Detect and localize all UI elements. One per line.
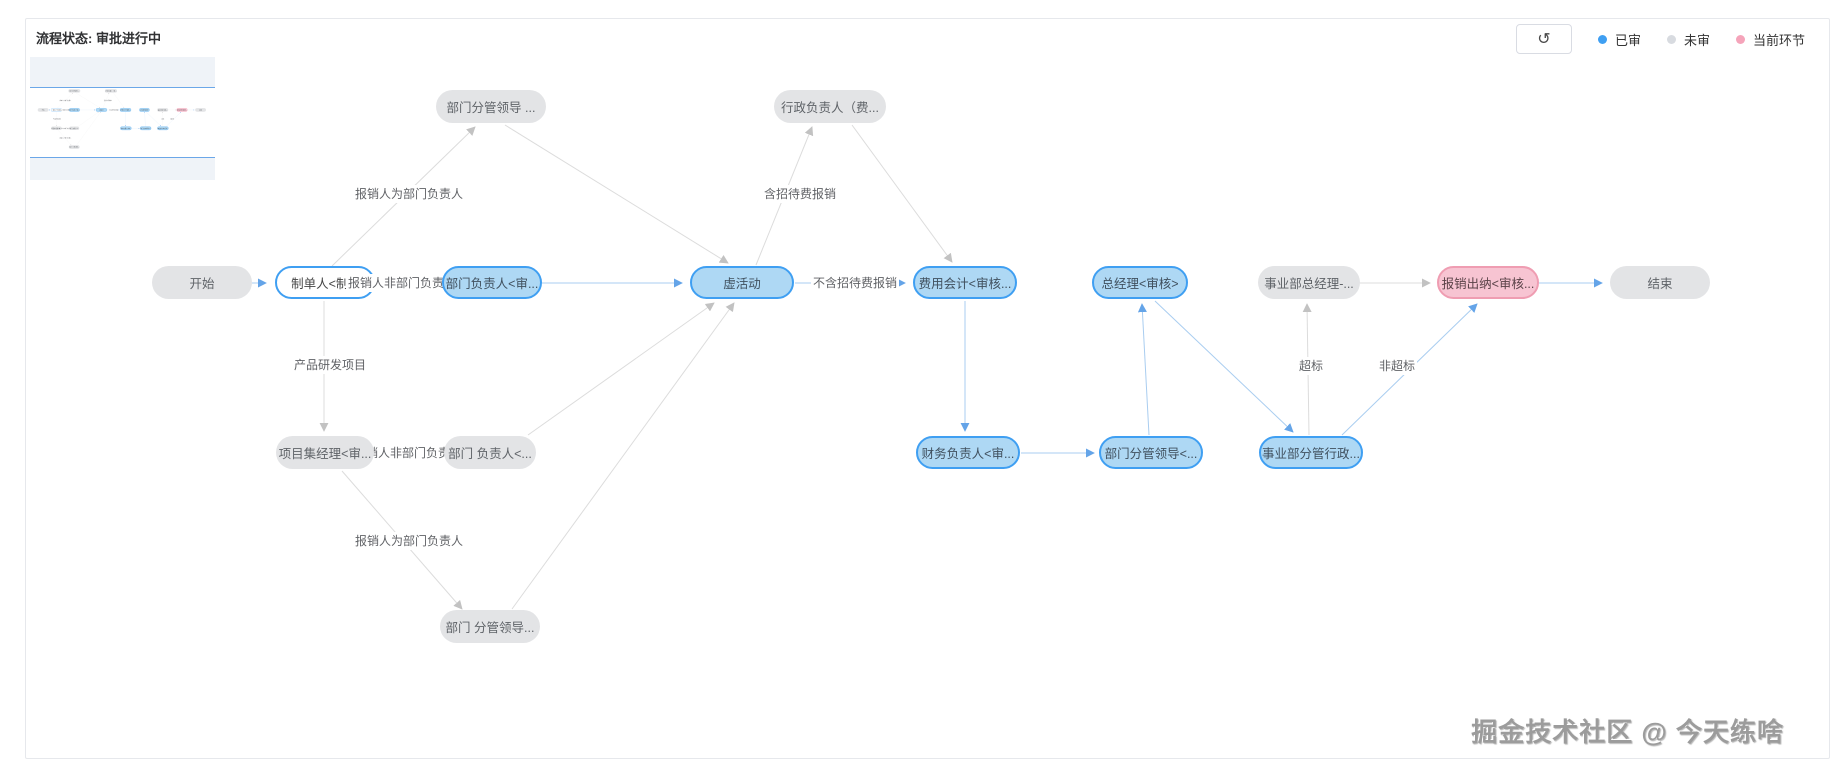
- flow-edge-dept-leader-bottom-to-activity-hub: [511, 302, 735, 610]
- node-admin-head[interactable]: 行政负责人（费...: [774, 90, 886, 123]
- node-expense-accountant[interactable]: 费用会计<审核...: [119, 108, 132, 112]
- flow-status-title: 流程状态: 审批进行中: [36, 31, 161, 46]
- edge-label: 产品研发项目: [291, 356, 369, 374]
- flow-edge-dept-leader-2-to-general-manager: [1137, 303, 1150, 436]
- node-admin-head[interactable]: 行政负责人（费...: [104, 89, 117, 93]
- node-bu-general-manager[interactable]: 事业部总经理-...: [1258, 266, 1360, 299]
- edge-label: 报销人为部门负责人: [59, 136, 72, 139]
- node-dept-leader-bottom[interactable]: 部门 分管领导...: [440, 610, 540, 643]
- node-project-manager[interactable]: 项目集经理<审...: [51, 126, 62, 131]
- node-activity-hub[interactable]: 虚活动: [95, 108, 108, 112]
- node-expense-accountant[interactable]: 费用会计<审核...: [913, 266, 1017, 299]
- toolbar: ↺ 已审 未审 当前环节: [1515, 24, 1805, 54]
- node-bu-admin-leader[interactable]: 事业部分管行政...: [1259, 436, 1363, 469]
- legend-item-current: 当前环节: [1735, 30, 1805, 49]
- node-end[interactable]: 结束: [195, 108, 206, 112]
- node-cashier[interactable]: 报销出纳<审核...: [1437, 266, 1539, 299]
- node-dept-head[interactable]: 部门负责人<审...: [69, 108, 80, 112]
- legend-item-approved: 已审: [1597, 30, 1641, 49]
- edge-label: 含招待费报销: [761, 185, 839, 203]
- node-dept-leader-top[interactable]: 部门分管领导 ...: [68, 89, 81, 93]
- node-dept-head-2[interactable]: 部门 负责人<...: [69, 126, 80, 131]
- edge-label: 报销人为部门负责人: [352, 532, 466, 550]
- edge-label: 报销人为部门负责人: [352, 185, 466, 203]
- node-dept-leader-bottom[interactable]: 部门 分管领导...: [68, 145, 80, 149]
- flow-edge-dept-leader-top-to-activity-hub: [75, 92, 101, 108]
- edge-label: 非超标: [170, 117, 175, 120]
- node-project-manager[interactable]: 项目集经理<审...: [276, 436, 374, 469]
- node-finance-head[interactable]: 财务负责人<审...: [120, 126, 132, 131]
- node-general-manager[interactable]: 总经理<审核>: [1092, 266, 1188, 299]
- edge-label: 报销人为部门负责人: [59, 99, 72, 102]
- edge-label: 含招待费报销: [103, 99, 112, 102]
- flow-edge-dept-leader-bottom-to-activity-hub: [76, 112, 101, 146]
- flow-edge-general-manager-to-bu-admin-leader: [146, 111, 162, 127]
- watermark: 掘金技术社区 @ 今天练啥: [1471, 717, 1784, 747]
- flow-edge-admin-head-to-expense-accountant: [851, 124, 953, 263]
- node-general-manager[interactable]: 总经理<审核>: [139, 108, 150, 112]
- node-start[interactable]: 开始: [37, 108, 49, 112]
- flow-edge-admin-head-to-expense-accountant: [113, 92, 125, 108]
- legend-item-pending: 未审: [1666, 30, 1710, 49]
- flow-edge-dept-head-2-to-activity-hub: [527, 302, 715, 436]
- minimap[interactable]: 报销人为部门负责人含招待费报销报销人非部门负责人不含招待费报销产品研发项目报销人…: [30, 57, 215, 180]
- node-finance-head[interactable]: 财务负责人<审...: [916, 436, 1020, 469]
- minimap-band-top: [30, 57, 215, 88]
- node-dept-leader-2[interactable]: 部门分管领导<...: [139, 126, 152, 131]
- legend-dot-current: [1735, 34, 1745, 44]
- node-end[interactable]: 结束: [1610, 266, 1710, 299]
- legend-label-pending: 未审: [1683, 32, 1710, 48]
- flow-edges: [48, 92, 195, 146]
- flow-edge-dept-leader-2-to-general-manager: [144, 112, 146, 127]
- legend-dot-pending: [1666, 34, 1676, 44]
- legend-label-approved: 已审: [1614, 32, 1641, 48]
- minimap-content: 报销人为部门负责人含招待费报销报销人非部门负责人不含招待费报销产品研发项目报销人…: [30, 79, 215, 162]
- node-bu-admin-leader[interactable]: 事业部分管行政...: [157, 126, 169, 131]
- edge-label: 不含招待费报销: [810, 274, 900, 292]
- edge-label: 报销人非部门负责人: [58, 108, 70, 111]
- reset-icon: ↺: [1537, 31, 1551, 48]
- edge-label: 报销人非部门负责人: [346, 274, 450, 292]
- edge-label: 报销人非部门负责人: [59, 127, 72, 130]
- reset-view-button[interactable]: ↺: [1515, 24, 1572, 54]
- node-start[interactable]: 开始: [152, 266, 252, 299]
- node-bu-general-manager[interactable]: 事业部总经理-...: [157, 108, 169, 112]
- edge-label: 非超标: [1376, 357, 1418, 375]
- flow-edge-general-manager-to-bu-admin-leader: [1154, 300, 1294, 433]
- edge-label: 不含招待费报销: [108, 108, 119, 111]
- node-dept-leader-2[interactable]: 部门分管领导<...: [1099, 436, 1203, 469]
- node-dept-head[interactable]: 部门负责人<审...: [442, 266, 542, 299]
- edge-label: 超标: [161, 117, 165, 120]
- edge-label: 超标: [1296, 357, 1326, 375]
- flow-edge-dept-head-2-to-activity-hub: [78, 112, 99, 127]
- flow-edge-dept-leader-top-to-activity-hub: [504, 124, 729, 264]
- node-dept-head-2[interactable]: 部门 负责人<...: [444, 436, 536, 469]
- edge-label: 产品研发项目: [52, 117, 62, 120]
- node-cashier[interactable]: 报销出纳<审核...: [176, 108, 188, 112]
- legend-label-current: 当前环节: [1752, 32, 1805, 48]
- node-activity-hub[interactable]: 虚活动: [690, 266, 794, 299]
- legend-dot-approved: [1597, 34, 1607, 44]
- minimap-band-bottom: [30, 157, 215, 180]
- node-dept-leader-top[interactable]: 部门分管领导 ...: [436, 90, 546, 123]
- flow-panel: [25, 18, 1830, 759]
